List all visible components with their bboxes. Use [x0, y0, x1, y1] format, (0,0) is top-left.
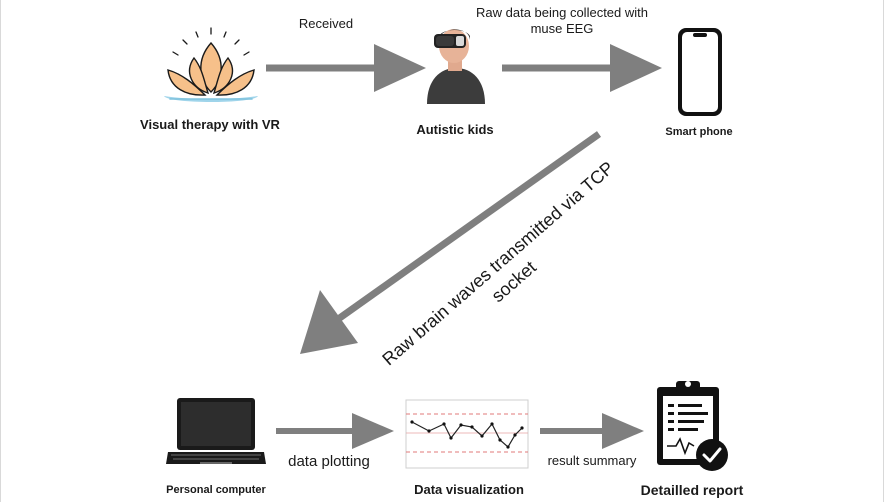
smartphone-icon	[678, 28, 722, 116]
left-border	[0, 0, 1, 502]
arrow-kids-to-phone	[502, 44, 662, 92]
arrow-phone-to-computer	[300, 131, 602, 354]
edge-label-raw-data-line2: muse EEG	[531, 21, 594, 36]
edge-label-received: Received	[299, 16, 353, 31]
clipboard-report-icon	[657, 381, 728, 471]
node-label-personal-computer: Personal computer	[166, 484, 266, 496]
node-label-data-visualization: Data visualization	[414, 482, 524, 497]
arrow-vr-to-kids	[266, 44, 426, 92]
node-label-autistic-kids: Autistic kids	[416, 122, 493, 137]
vr-kid-icon	[427, 29, 485, 104]
arrow-computer-to-plot	[276, 413, 394, 449]
node-label-detailed-report: Detailled report	[641, 482, 744, 498]
edge-label-data-plotting: data plotting	[288, 453, 370, 470]
edge-label-tcp: Raw brain waves transmitted via TCP sock…	[378, 158, 617, 370]
line-plot-icon	[405, 399, 529, 469]
laptop-icon	[166, 398, 266, 464]
arrow-plot-to-report	[540, 413, 644, 449]
lotus-icon	[164, 27, 258, 102]
node-label-smart-phone: Smart phone	[665, 126, 732, 138]
node-label-vr-therapy: Visual therapy with VR	[140, 117, 281, 132]
edge-label-raw-data-line1: Raw data being collected with	[476, 5, 648, 20]
edge-label-result-summary: result summary	[548, 453, 637, 468]
